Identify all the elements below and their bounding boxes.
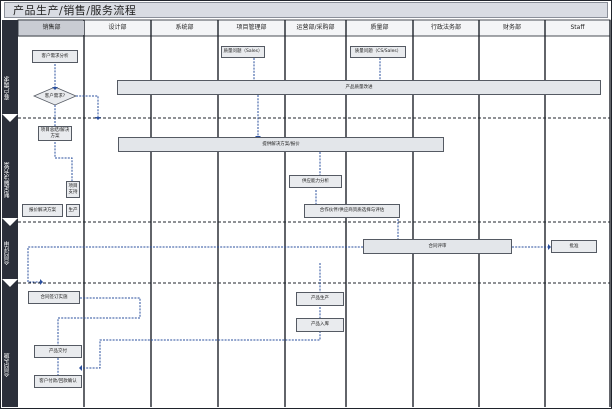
phase-label-execution: 合同实施 (4, 353, 11, 377)
node-approval: 批准 (551, 240, 597, 253)
node-quality-issue-sales: 质量问题（Sales） (221, 46, 265, 58)
diagram-title: 产品生产/销售/服务流程 (13, 4, 137, 17)
node-supply-capacity: 供应能力分析 (289, 175, 342, 188)
phase-label-requirements: 客户需求 (4, 76, 11, 100)
column-header-project: 项目管理部 (236, 24, 267, 31)
phase-separators (18, 117, 610, 284)
node-quote-solution: 报价解决方案 (22, 204, 63, 217)
phase-chevrons (2, 114, 18, 287)
node-contract-review: 合同评审 (363, 239, 512, 254)
node-project-support: 项目支持 (66, 181, 80, 198)
column-header-staff: Staff (570, 24, 585, 31)
node-payment-confirmation: 客户付款/回款确认 (34, 375, 82, 388)
column-header-legal: 行政法务部 (430, 24, 461, 31)
node-product-delivery: 产品交付 (34, 345, 82, 358)
column-header-design: 设计部 (108, 24, 127, 31)
node-quality-improvement: 产品质量改进 (117, 80, 601, 95)
column-header-finance: 财务部 (502, 24, 521, 31)
node-customer-analysis: 客户需求分析 (32, 50, 78, 63)
column-header-sales: 销售部 (19, 21, 84, 35)
phase-label-solution: 制定解决方案 (4, 162, 11, 198)
node-production: 生产 (66, 204, 80, 217)
node-supplier-evaluation: 合作伙伴/供应商资质选择与评估 (304, 204, 400, 218)
node-quality-issue-cs: 质量问题（CS/Sales） (350, 46, 406, 58)
node-customer-needs-decision: 客户需求? (44, 94, 66, 99)
column-header-operations: 运营部/采购部 (296, 24, 335, 31)
phase-label-review: 合同评审 (4, 241, 11, 265)
node-contract-execution: 合同签订实施 (28, 291, 80, 304)
column-header-system: 系统部 (175, 24, 194, 31)
column-header-quality: 质量部 (370, 24, 389, 31)
connectors (27, 58, 548, 377)
node-product-warehousing: 产品入库 (296, 318, 344, 332)
node-solution-quote: 提供解决方案/报价 (118, 137, 444, 152)
title-bar: 产品生产/销售/服务流程 (4, 2, 608, 18)
node-product-manufacturing: 产品生产 (296, 292, 344, 306)
node-project-summary: 项目总结/解决方案 (38, 126, 72, 141)
